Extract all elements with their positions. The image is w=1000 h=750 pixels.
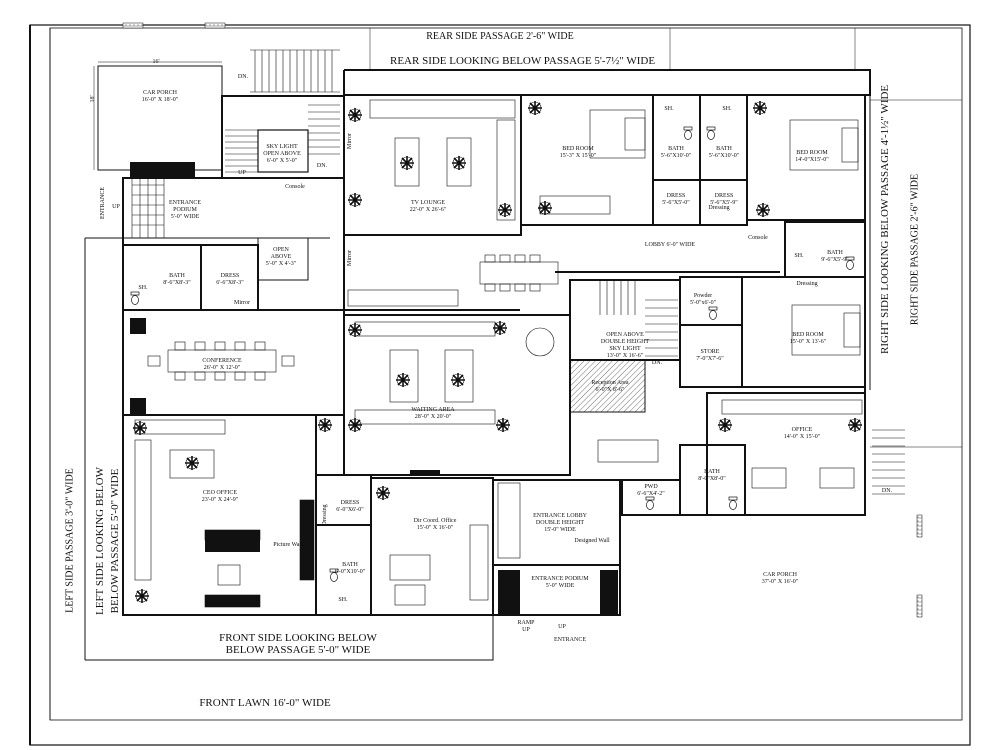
planters <box>130 162 618 615</box>
entrance-up: UP <box>112 204 120 210</box>
plot-boundary <box>29 22 971 746</box>
front-looking-below-1: FRONT SIDE LOOKING BELOW <box>219 632 377 644</box>
shower-3: SH. <box>794 253 804 259</box>
shower-1: SH. <box>664 106 674 112</box>
rear-looking-below-label: REAR SIDE LOOKING BELOW PASSAGE 5'-7½" W… <box>390 55 656 67</box>
right-looking-below-label: RIGHT SIDE LOOKING BELOW PASSAGE 4'-1½" … <box>879 84 891 354</box>
entrance-rear-side: ENTRANCE <box>100 187 106 219</box>
ramp-label: RAMP <box>517 620 535 626</box>
dimension-lines <box>93 28 962 448</box>
mirror-label: Mirror <box>234 300 250 306</box>
porch-depth-dim: 18' <box>90 95 96 103</box>
mirror-tv: Mirror <box>347 133 353 149</box>
front-looking-below-2: BELOW PASSAGE 5'-0" WIDE <box>225 644 371 656</box>
front-lawn-label: FRONT LAWN 16'-0" WIDE <box>199 697 331 709</box>
left-looking-below-2: BELOW PASSAGE 5'-0" WIDE <box>109 468 121 614</box>
building-walls <box>84 65 871 661</box>
entrance-front: ENTRANCE <box>554 637 586 643</box>
dressing-3: Dressing <box>322 504 328 526</box>
rear-side-passage-label: REAR SIDE PASSAGE 2'-6" WIDE <box>426 31 574 42</box>
console-rear: Console <box>285 184 305 190</box>
lobby-label: LOBBY 6'-0" WIDE <box>644 242 696 248</box>
right-side-passage-label: RIGHT SIDE PASSAGE 2'-6" WIDE <box>909 173 921 326</box>
shower-5: SH. <box>338 597 348 603</box>
stair-dn-rear: DN. <box>237 74 249 80</box>
stair-up-rear: UP <box>238 170 246 176</box>
dressing-2: Dressing <box>708 205 730 211</box>
left-looking-below-1: LEFT SIDE LOOKING BELOW <box>94 467 106 615</box>
shower-4: SH. <box>138 285 148 291</box>
designed-wall-label: Designed Wall <box>574 538 610 544</box>
picture-wall-label: Picture Wall <box>273 542 303 548</box>
porch-width-dim: 16' <box>152 59 160 65</box>
entrance-up-front: UP <box>558 624 566 630</box>
stair-dn-center: DN. <box>651 360 663 366</box>
stair-dn-2: DN. <box>316 163 328 169</box>
stairs <box>131 49 905 495</box>
left-side-passage-label: LEFT SIDE PASSAGE 3'-0" WIDE <box>64 468 76 613</box>
dressing-1: Dressing <box>796 281 818 287</box>
mirror-lobby: Mirror <box>347 250 353 266</box>
stair-dn-right: DN. <box>881 488 893 494</box>
console-lobby: Console <box>748 235 768 241</box>
ramp-up-label: UP <box>522 627 530 633</box>
shower-2: SH. <box>722 106 732 112</box>
furniture <box>134 99 863 608</box>
